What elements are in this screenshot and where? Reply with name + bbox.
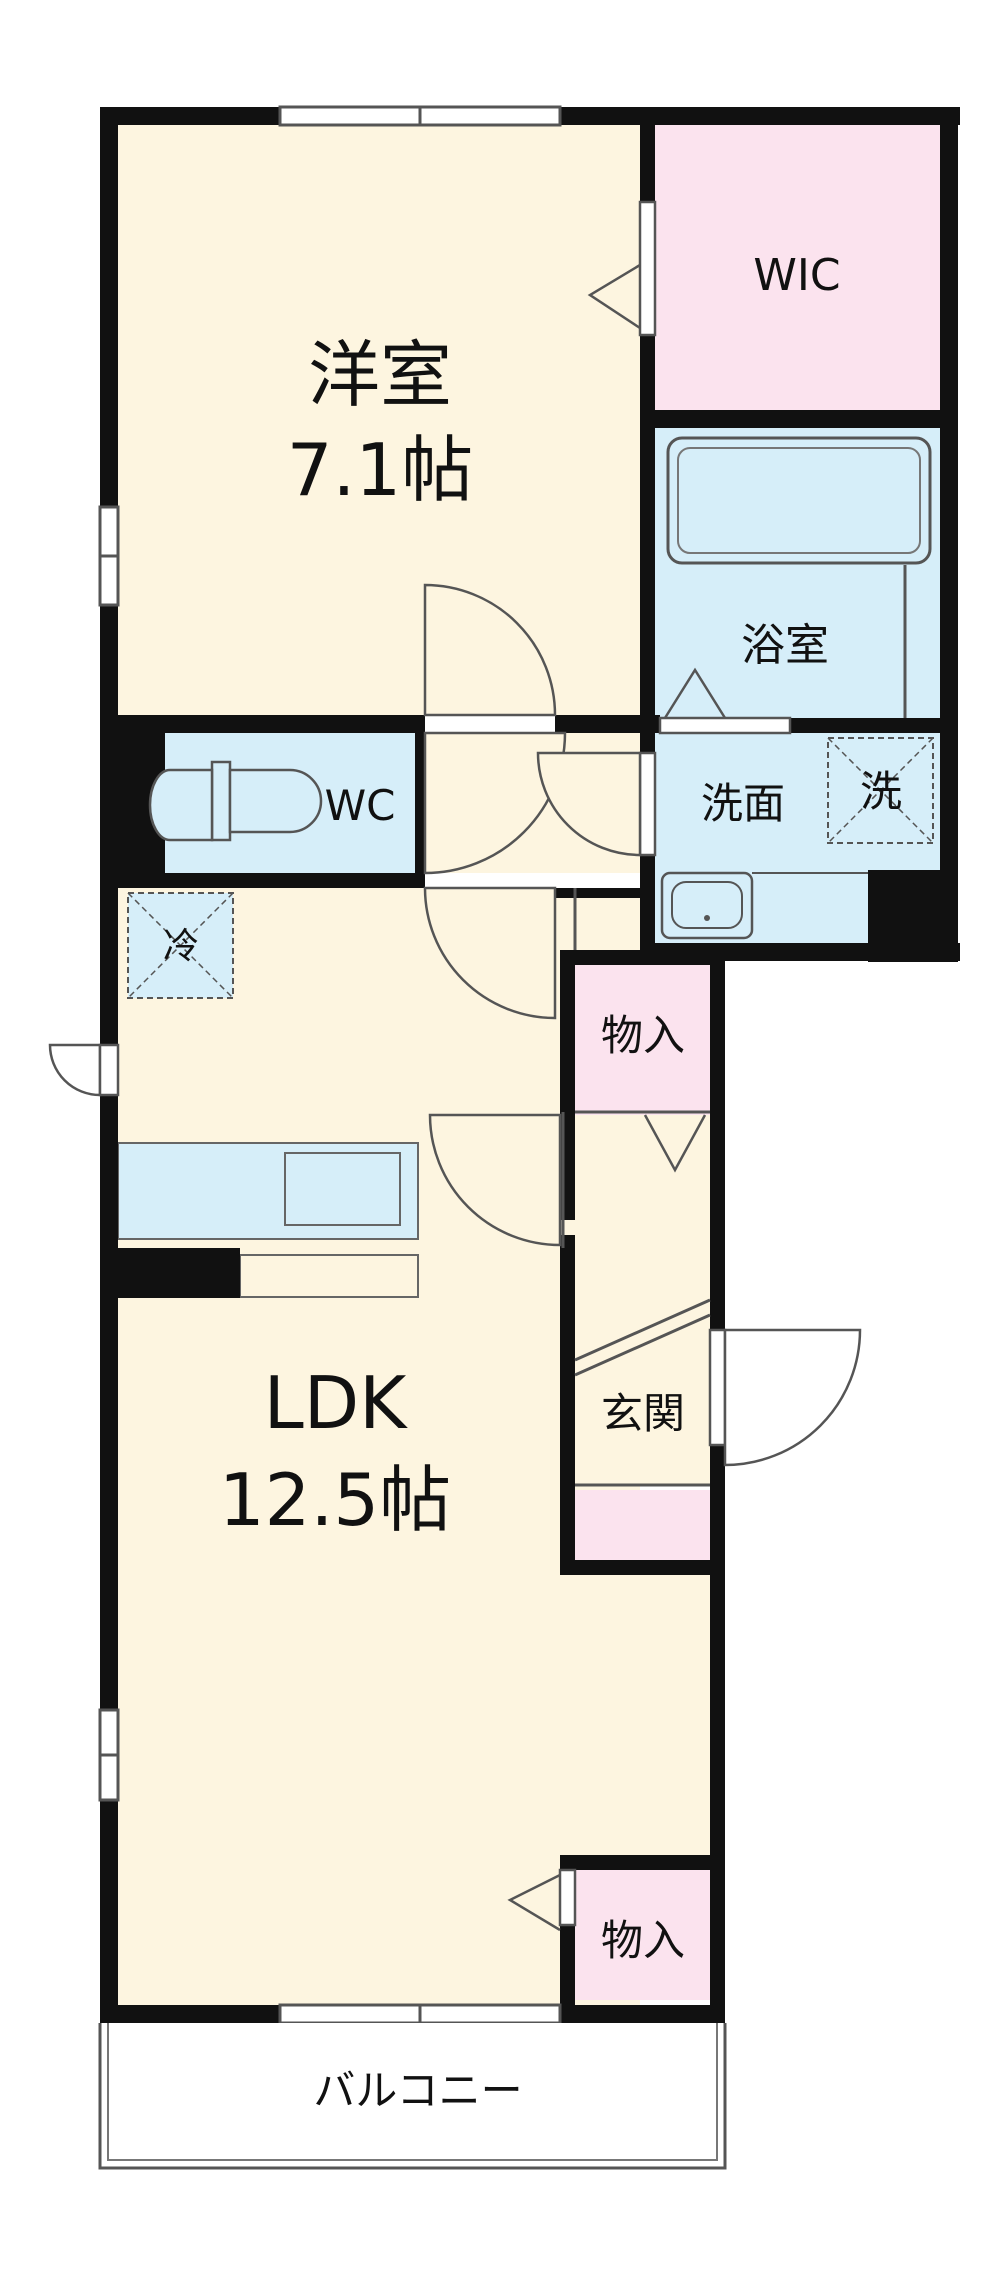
ldk-floor-lower: [560, 1570, 710, 1870]
wall-top-left: [100, 107, 280, 125]
door-washroom-swing: [536, 751, 642, 857]
wic-floor: [655, 125, 940, 410]
wall-western-right-mid: [640, 335, 655, 735]
wall-hall-right-b: [640, 855, 655, 950]
wall-right-upper: [940, 107, 958, 962]
fridge-x2: [127, 892, 234, 999]
door-entrance-swing: [723, 1328, 862, 1467]
western-room-size: 7.1帖: [287, 428, 474, 512]
door-storage-upper-symbol: [643, 1114, 707, 1173]
ldk-name: LDK: [264, 1361, 409, 1445]
washroom-label: 洗面: [701, 779, 785, 828]
door-wic-symbol: [587, 263, 641, 330]
wall-left-bottom: [100, 1800, 118, 2020]
windows: [98, 105, 562, 2025]
partitions: [561, 565, 907, 1487]
wc-label: WC: [325, 781, 396, 830]
storage-lower-label: 物入: [601, 1916, 685, 1965]
toilet-bowl: [228, 768, 323, 834]
door-western-swing[interactable]: [423, 583, 557, 717]
toilet: [148, 760, 323, 842]
door-bath-symbol: [663, 667, 727, 719]
bathtub-inner: [677, 447, 921, 554]
entrance-step2: [574, 1313, 711, 1377]
toilet-tank: [210, 760, 232, 842]
wall-wic-bottom: [640, 410, 958, 428]
storage-upper-floor: [575, 965, 710, 1115]
wall-hall-bottom: [555, 888, 640, 898]
kitchen-cabinet: [239, 1254, 419, 1298]
door-washroom-panel[interactable]: [638, 751, 657, 857]
wall-hall-right: [640, 733, 655, 753]
wash-basin-bowl: [671, 881, 743, 929]
balcony-railing-inner: [107, 2023, 718, 2161]
wall-mid-horizontal: [100, 715, 425, 733]
western-room-name: 洋室: [308, 333, 452, 417]
wall-storage-lower-right: [710, 1870, 725, 2005]
storage-upper-label: 物入: [601, 1011, 685, 1060]
balcony: [98, 2023, 727, 2170]
wall-wc-right: [415, 733, 425, 873]
wall-corridor-right-b: [710, 1445, 725, 1570]
wall-ldk-right: [710, 1575, 725, 1865]
door-entrance-panel[interactable]: [708, 1328, 727, 1447]
balcony-railing: [98, 2023, 727, 2170]
doors: [48, 200, 862, 1932]
wall-bottom-right: [560, 2005, 725, 2023]
western-room-floor: [115, 125, 640, 715]
fridge-label: 冷: [163, 926, 199, 967]
washer-label: 洗: [860, 767, 902, 816]
entrance-floor: [575, 1490, 710, 1560]
door-wic-panel[interactable]: [638, 200, 657, 337]
wall-entrance-top: [560, 950, 715, 965]
wic-label: WIC: [753, 250, 840, 301]
storage-lower-floor: [575, 1870, 710, 2000]
room-floors: [115, 125, 940, 2008]
labels: 洋室 7.1帖 WIC 浴室 WC 洗面 洗 冷 物入 玄関 LDK 12.5帖…: [163, 250, 902, 2115]
door-storage-lower-panel[interactable]: [558, 1868, 577, 1927]
door-left-panel: [98, 1043, 120, 1097]
entrance-label: 玄関: [601, 1389, 685, 1438]
wall-mid-horizontal-r: [555, 715, 660, 733]
door-hall-swing[interactable]: [423, 886, 557, 1020]
fixtures: [127, 436, 934, 999]
wall-entrance-bottom: [560, 1560, 725, 1575]
entrance-step: [574, 1298, 711, 1362]
wall-left-upper: [100, 107, 118, 507]
ldk-floor: [115, 888, 640, 2008]
balcony-label: バルコニー: [313, 2066, 522, 2115]
wall-storage-lower-top: [560, 1855, 725, 1870]
bathtub: [666, 436, 932, 565]
door-left-swing[interactable]: [48, 1043, 102, 1097]
wall-bath-bottom-r: [790, 718, 958, 733]
ldk-size: 12.5帖: [219, 1458, 451, 1542]
wall-corridor-left-b: [560, 1235, 575, 1565]
kitchen-sink: [284, 1152, 401, 1226]
corridor-floor: [575, 1115, 710, 1485]
wall-wc-bottom: [100, 873, 425, 888]
wall-top-right: [560, 107, 960, 125]
door-bath-panel[interactable]: [658, 716, 792, 735]
washer-x2: [827, 737, 934, 844]
toilet-base: [148, 768, 214, 842]
door-ldk-swing[interactable]: [428, 1113, 562, 1247]
wall-corridor-right: [710, 950, 725, 1330]
bath-label: 浴室: [741, 620, 829, 671]
door-storage-lower-symbol: [507, 1873, 561, 1932]
wash-basin-drain: [704, 915, 710, 921]
wall-bottom-left: [100, 2005, 280, 2023]
wall-western-right-top: [640, 107, 655, 202]
balcony-floor: [100, 2023, 725, 2163]
wall-storage-lower-left: [560, 1925, 575, 2005]
wall-left-lower: [100, 1095, 118, 1710]
walls: [100, 107, 960, 2023]
wall-kitchen-block: [100, 1248, 240, 1298]
